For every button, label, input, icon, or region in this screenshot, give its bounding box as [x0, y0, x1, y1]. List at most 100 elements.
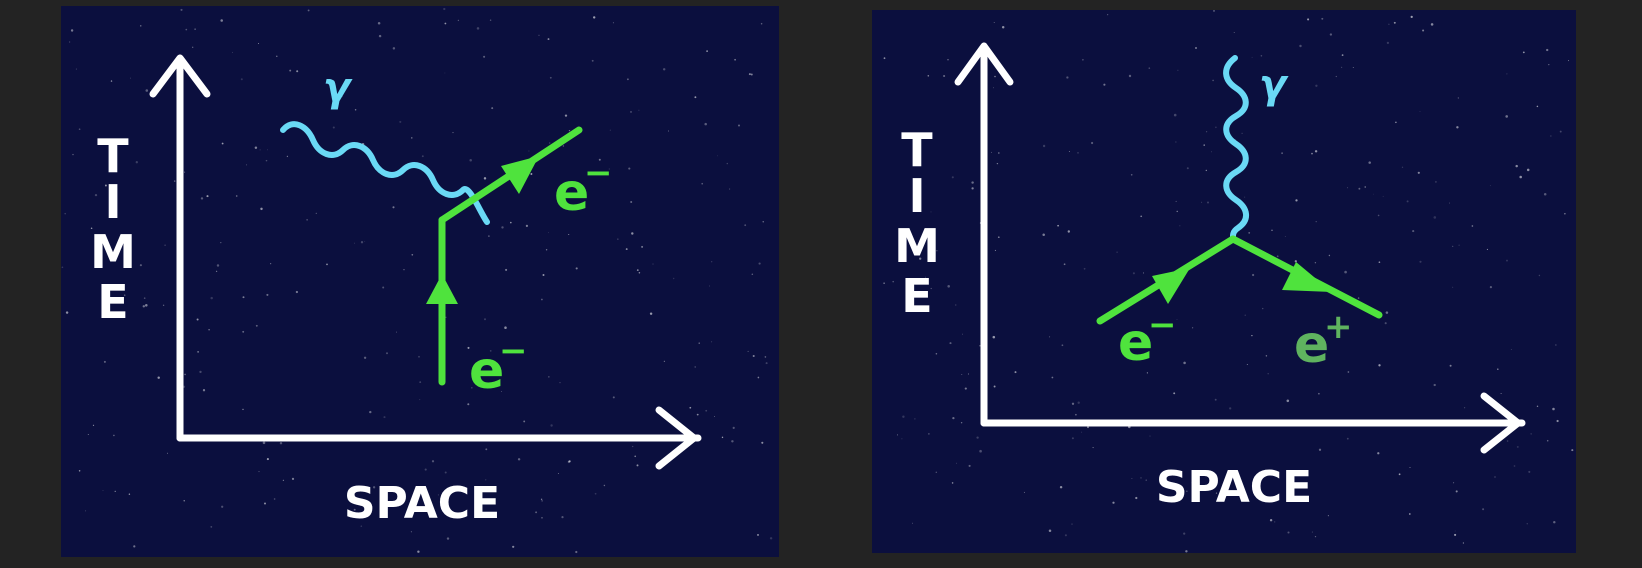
star	[1455, 490, 1458, 493]
star	[87, 433, 89, 436]
star	[114, 490, 116, 493]
star	[1516, 445, 1519, 448]
star	[452, 132, 454, 134]
star	[541, 298, 543, 301]
star	[411, 253, 414, 256]
star	[1014, 371, 1017, 374]
star	[194, 28, 196, 30]
star	[760, 22, 763, 25]
star	[1042, 144, 1046, 148]
star	[961, 374, 963, 376]
star	[949, 342, 952, 345]
star	[1267, 372, 1269, 375]
star	[706, 50, 708, 52]
electron-label: e	[1118, 313, 1153, 373]
star	[142, 305, 146, 308]
electron-outgoing-arrow	[501, 156, 539, 194]
starfield	[61, 7, 773, 554]
star	[61, 266, 64, 269]
star	[200, 197, 204, 200]
star	[1251, 56, 1253, 58]
star	[1063, 263, 1066, 266]
star	[104, 184, 107, 187]
star	[1287, 531, 1290, 534]
star	[273, 498, 276, 500]
star	[996, 162, 999, 165]
star	[1212, 10, 1216, 12]
electron-incoming-label: e	[469, 341, 504, 401]
star	[641, 245, 644, 248]
star	[1410, 15, 1413, 19]
star	[421, 155, 424, 158]
star	[764, 356, 767, 358]
star	[208, 328, 210, 331]
star	[734, 58, 736, 61]
star	[1522, 51, 1525, 54]
star	[484, 318, 486, 321]
star	[994, 249, 996, 251]
star	[306, 219, 308, 221]
star	[591, 59, 594, 62]
star	[1409, 466, 1411, 469]
star	[1241, 132, 1243, 135]
star	[1382, 195, 1384, 197]
star	[1536, 105, 1539, 108]
electron-charge: −	[1148, 305, 1177, 345]
star	[1458, 244, 1460, 246]
star	[78, 470, 81, 472]
star	[1149, 435, 1151, 437]
star	[559, 381, 561, 384]
star	[1526, 168, 1530, 172]
star	[1107, 14, 1109, 16]
star	[1452, 286, 1454, 288]
star	[1175, 200, 1177, 202]
star	[1344, 270, 1347, 274]
star	[443, 7, 446, 11]
star	[221, 142, 224, 145]
star	[220, 19, 223, 22]
star	[997, 236, 1000, 239]
star	[540, 498, 543, 500]
star	[1315, 220, 1317, 223]
star	[307, 9, 310, 12]
star	[340, 95, 343, 97]
star	[1327, 515, 1329, 517]
star	[548, 232, 550, 234]
star	[1559, 130, 1562, 133]
star	[1294, 260, 1297, 263]
star	[1419, 260, 1422, 263]
star	[930, 287, 932, 290]
star	[1513, 465, 1516, 467]
star	[1314, 262, 1317, 264]
star	[488, 235, 490, 237]
star	[1318, 448, 1322, 451]
star	[979, 449, 982, 453]
star	[369, 410, 372, 414]
star	[184, 373, 186, 376]
star	[1497, 368, 1499, 370]
star	[952, 416, 955, 420]
star	[1274, 521, 1276, 523]
star	[392, 206, 395, 209]
star	[936, 250, 938, 252]
star	[1315, 84, 1318, 87]
star	[1417, 171, 1420, 174]
star	[1071, 437, 1074, 440]
star	[636, 464, 639, 467]
star	[262, 441, 266, 445]
star	[883, 282, 885, 284]
star	[1406, 200, 1409, 203]
star	[1262, 307, 1264, 310]
star	[1378, 364, 1381, 367]
star	[510, 221, 512, 224]
star	[70, 29, 74, 32]
star	[617, 238, 619, 240]
starfield	[883, 10, 1574, 553]
star	[711, 261, 713, 263]
star	[1543, 193, 1547, 196]
star	[1434, 180, 1437, 183]
star	[1212, 79, 1214, 82]
star	[744, 224, 747, 227]
star	[123, 294, 126, 296]
star	[1526, 523, 1528, 525]
